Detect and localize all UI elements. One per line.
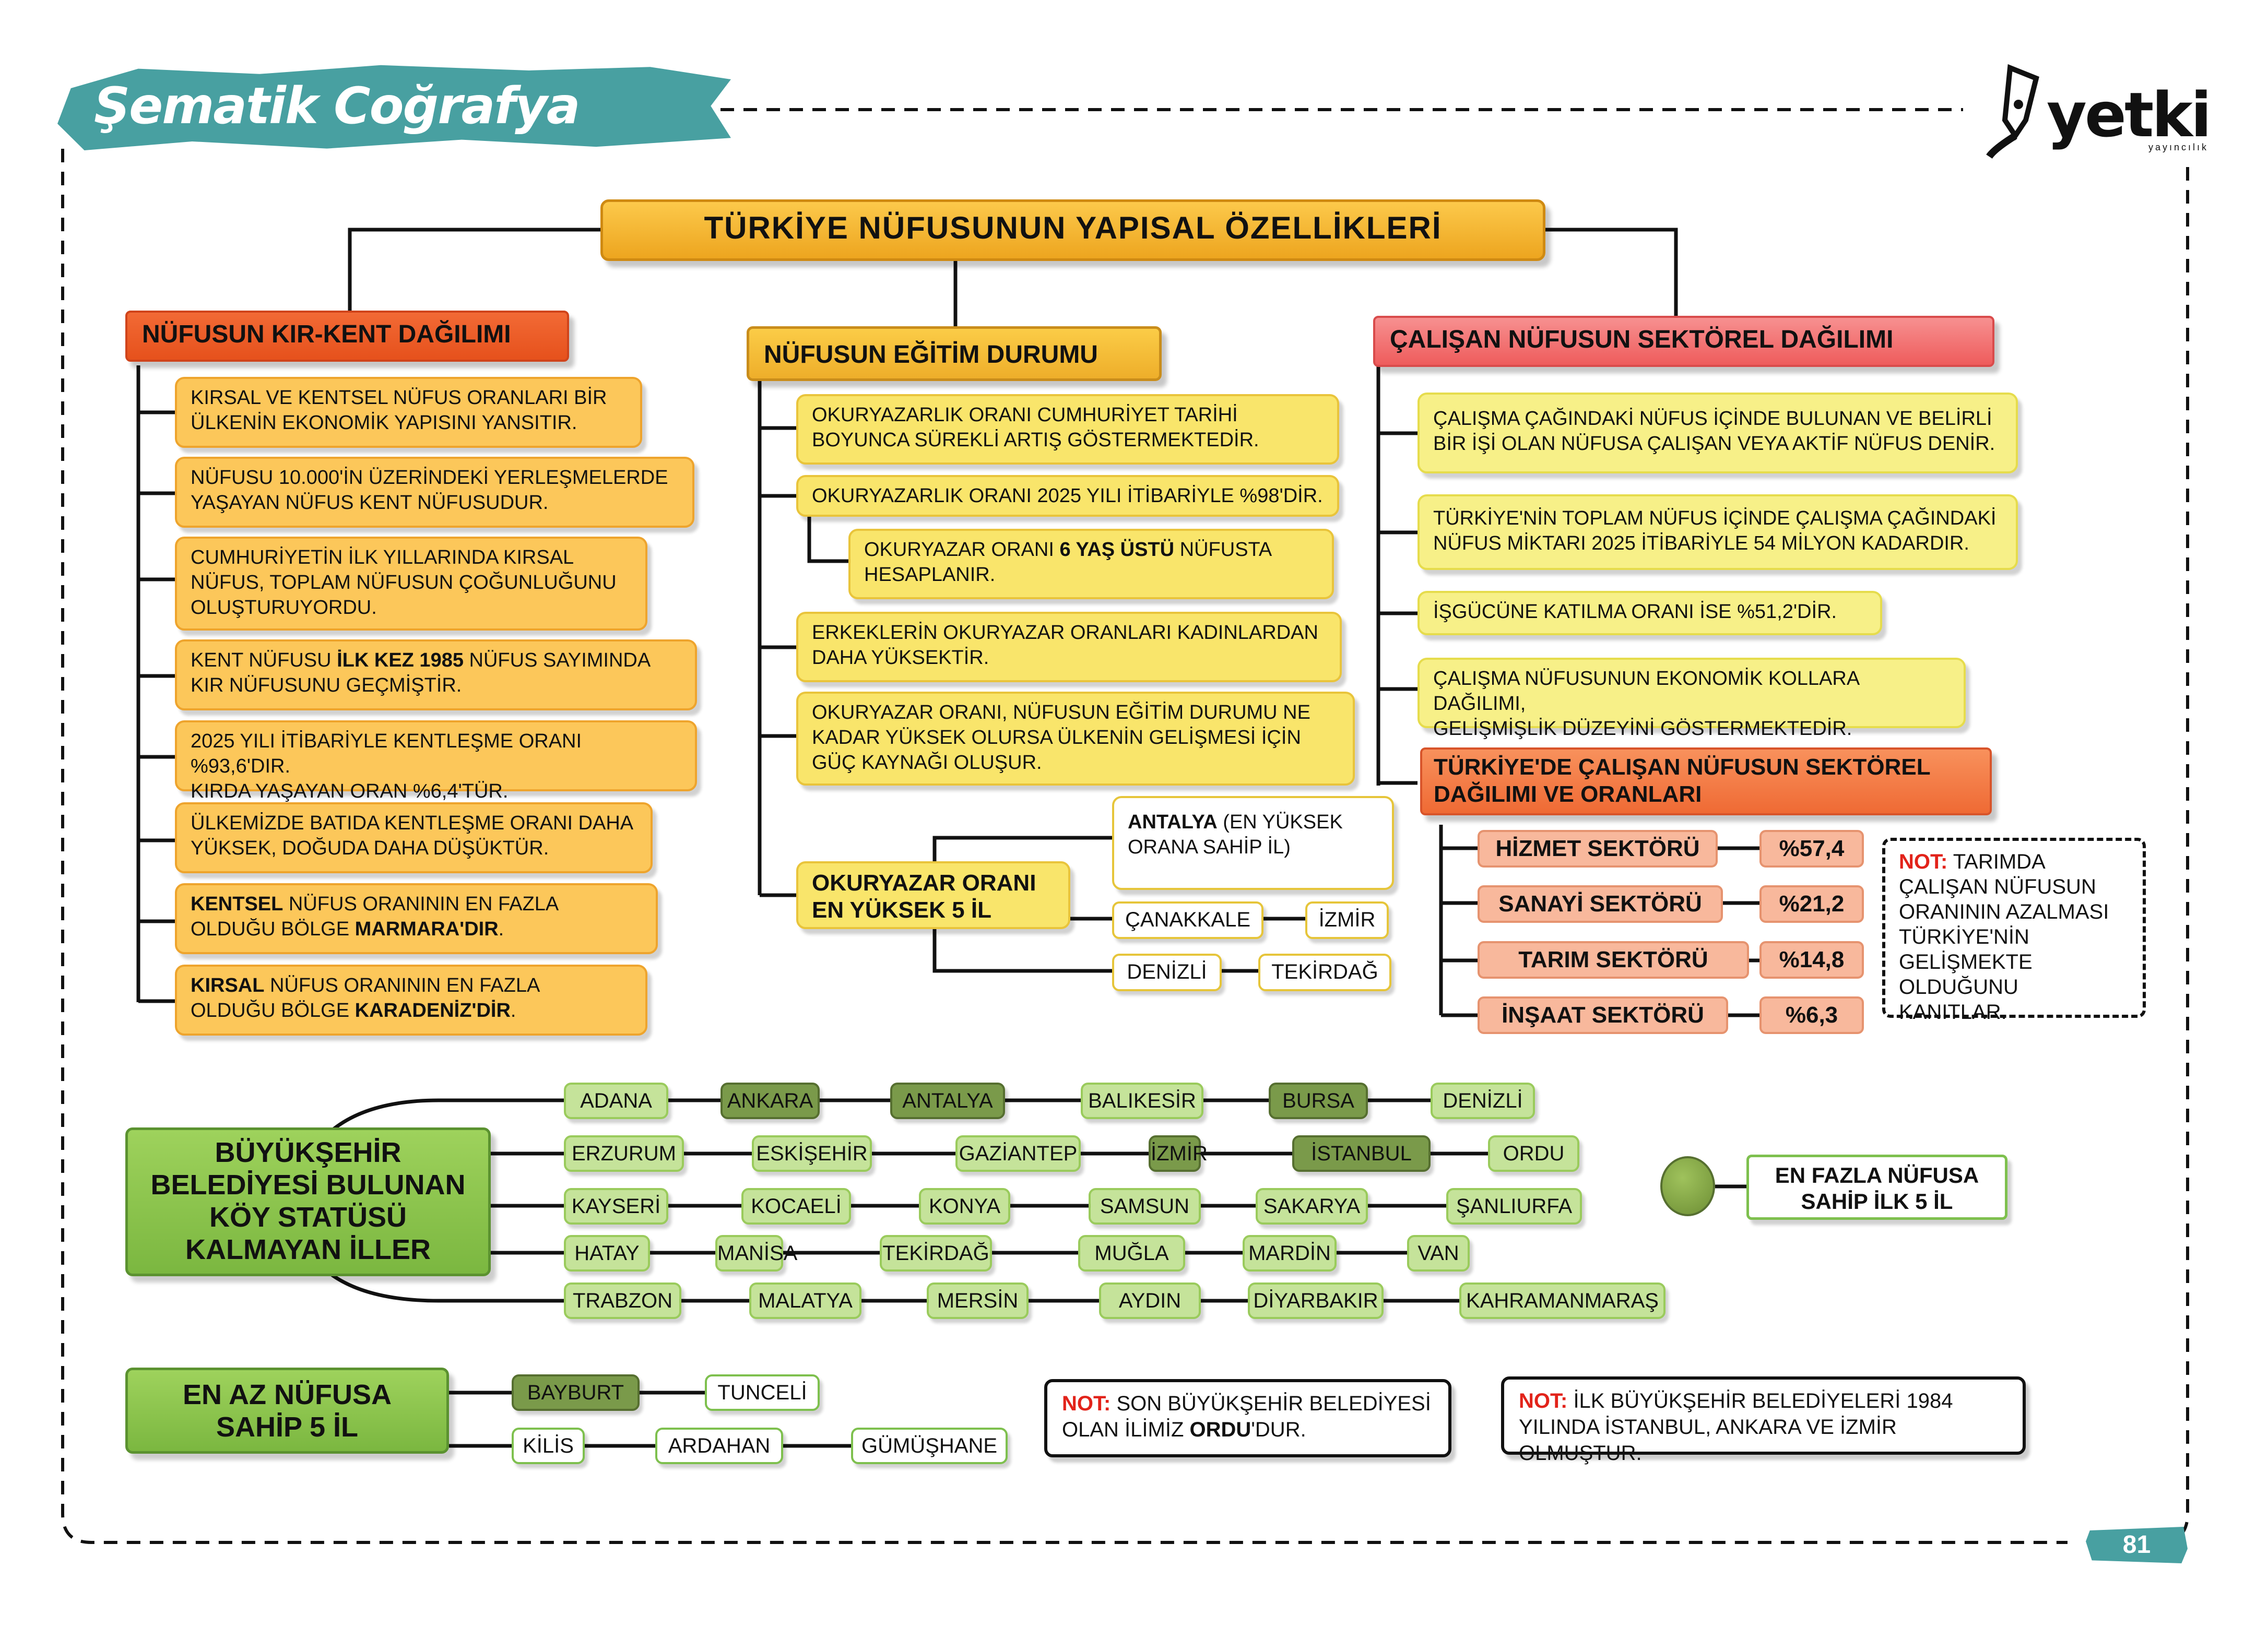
ilk-buyuksehir-note: NOT: İLK BÜYÜKŞEHİR BELEDİYELERİ 1984 YI…	[1501, 1376, 2026, 1465]
province-least: ARDAHAN	[655, 1428, 783, 1464]
calisan-item: ÇALIŞMA ÇAĞINDAKİ NÜFUS İÇİNDE BULUNAN V…	[1418, 393, 2018, 473]
kir-kent-item: KENTSEL NÜFUS ORANININ EN FAZLA OLDUĞU B…	[175, 883, 658, 954]
province-least: GÜMÜŞHANE	[851, 1428, 1008, 1464]
province-top5: İSTANBUL	[1292, 1135, 1431, 1172]
province: ERZURUM	[564, 1135, 684, 1172]
pen-nib-icon	[1986, 64, 2039, 159]
province: SAMSUN	[1089, 1188, 1201, 1225]
kir-kent-item: 2025 YILI İTİBARİYLE KENTLEŞME ORANI %93…	[175, 720, 697, 802]
egitim-header: NÜFUSUN EĞİTİM DURUMU	[747, 326, 1162, 381]
main-title: TÜRKİYE NÜFUSUNUN YAPISAL ÖZELLİKLERİ	[600, 199, 1545, 261]
sector-sanayi-pct: %21,2	[1759, 885, 1864, 923]
sector-sanayi: SANAYİ SEKTÖRÜ	[1478, 885, 1723, 923]
province: KOCAELİ	[741, 1188, 851, 1225]
province: BALIKESİR	[1081, 1083, 1203, 1119]
son-buyuksehir-note: NOT: SON BÜYÜKŞEHİR BELEDİYESİ OLAN İLİM…	[1044, 1379, 1451, 1457]
province: TEKİRDAĞ	[880, 1235, 992, 1272]
sector-insaat: İNŞAAT SEKTÖRÜ	[1478, 996, 1728, 1034]
city-izmir: İZMİR	[1305, 901, 1389, 939]
province: DENİZLİ	[1431, 1083, 1535, 1119]
publisher-logo-subtitle: yayıncılık	[2148, 142, 2208, 152]
province: MARDİN	[1243, 1235, 1337, 1272]
province: KAYSERİ	[564, 1188, 668, 1225]
egitim-item: OKURYAZAR ORANI, NÜFUSUN EĞİTİM DURUMU N…	[796, 692, 1355, 786]
calisan-item: TÜRKİYE'NİN TOPLAM NÜFUS İÇİNDE ÇALIŞMA …	[1418, 494, 2018, 570]
publisher-logo: yetki	[2047, 79, 2212, 151]
city-denizli: DENİZLİ	[1112, 954, 1222, 991]
province: ORDU	[1488, 1135, 1579, 1172]
province: GAZİANTEP	[955, 1135, 1081, 1172]
province: MALATYA	[749, 1282, 861, 1319]
top5-legend-swatch	[1660, 1156, 1715, 1216]
brand-banner	[57, 65, 731, 150]
province: KAHRAMANMARAŞ	[1459, 1282, 1665, 1319]
province-top5: BURSA	[1269, 1083, 1368, 1119]
sector-hizmet: HİZMET SEKTÖRÜ	[1478, 830, 1718, 868]
tarim-note: NOT: TARIMDA ÇALIŞAN NÜFUSUN ORANININ AZ…	[1882, 838, 2146, 1024]
province: KONYA	[919, 1188, 1010, 1225]
province-top5: ANKARA	[720, 1083, 820, 1119]
antalya-box: ANTALYA (EN YÜKSEK ORANA SAHİP İL)	[1112, 796, 1394, 890]
kir-kent-item: KENT NÜFUSU İLK KEZ 1985 NÜFUS SAYIMINDA…	[175, 639, 697, 710]
city-tekirdag: TEKİRDAĞ	[1258, 954, 1391, 991]
province: HATAY	[564, 1235, 650, 1272]
kir-kent-item: KIRSAL NÜFUS ORANININ EN FAZLA OLDUĞU BÖ…	[175, 965, 647, 1036]
province-top5: İZMİR	[1149, 1135, 1208, 1172]
sector-insaat-pct: %6,3	[1759, 996, 1864, 1034]
province: MANİSA	[715, 1235, 797, 1272]
calisan-item: İŞGÜCÜNE KATILMA ORANI İSE %51,2'DİR.	[1418, 591, 1882, 635]
page-number: 81	[2086, 1527, 2188, 1563]
province: MUĞLA	[1078, 1235, 1185, 1272]
sector-tarim: TARIM SEKTÖRÜ	[1478, 941, 1749, 979]
province: SAKARYA	[1256, 1188, 1368, 1225]
egitim-item: OKURYAZAR ORANI 6 YAŞ ÜSTÜ NÜFUSTA HESAP…	[848, 529, 1334, 599]
province: ADANA	[564, 1083, 668, 1119]
province: VAN	[1407, 1235, 1470, 1272]
province: AYDIN	[1099, 1282, 1201, 1319]
calisan-item: ÇALIŞMA NÜFUSUNUN EKONOMİK KOLLARA DAĞIL…	[1418, 658, 1966, 740]
province: TRABZON	[564, 1282, 681, 1319]
kir-kent-header: NÜFUSUN KIR-KENT DAĞILIMI	[125, 311, 569, 362]
province-least: BAYBURT	[512, 1374, 640, 1411]
province-top5: ANTALYA	[890, 1083, 1005, 1119]
egitim-item: ERKEKLERİN OKURYAZAR ORANLARI KADINLARDA…	[796, 612, 1342, 682]
brand-title: Şematik Coğrafya	[94, 77, 581, 135]
province: MERSİN	[927, 1282, 1029, 1319]
egitim-item: OKURYAZARLIK ORANI 2025 YILI İTİBARİYLE …	[796, 475, 1339, 517]
province: ŞANLIURFA	[1446, 1188, 1582, 1225]
province-least: KİLİS	[512, 1428, 585, 1464]
city-canakkale: ÇANAKKALE	[1112, 901, 1263, 939]
province-least: TUNCELİ	[705, 1374, 820, 1411]
calisan-header: ÇALIŞAN NÜFUSUN SEKTÖREL DAĞILIMI	[1373, 316, 1994, 367]
sector-tarim-pct: %14,8	[1759, 941, 1864, 979]
province: DİYARBAKIR	[1248, 1282, 1384, 1319]
sector-hizmet-pct: %57,4	[1759, 830, 1864, 868]
province: ESKİŞEHİR	[752, 1135, 872, 1172]
kir-kent-item: NÜFUSU 10.000'İN ÜZERİNDEKİ YERLEŞMELERD…	[175, 457, 694, 528]
